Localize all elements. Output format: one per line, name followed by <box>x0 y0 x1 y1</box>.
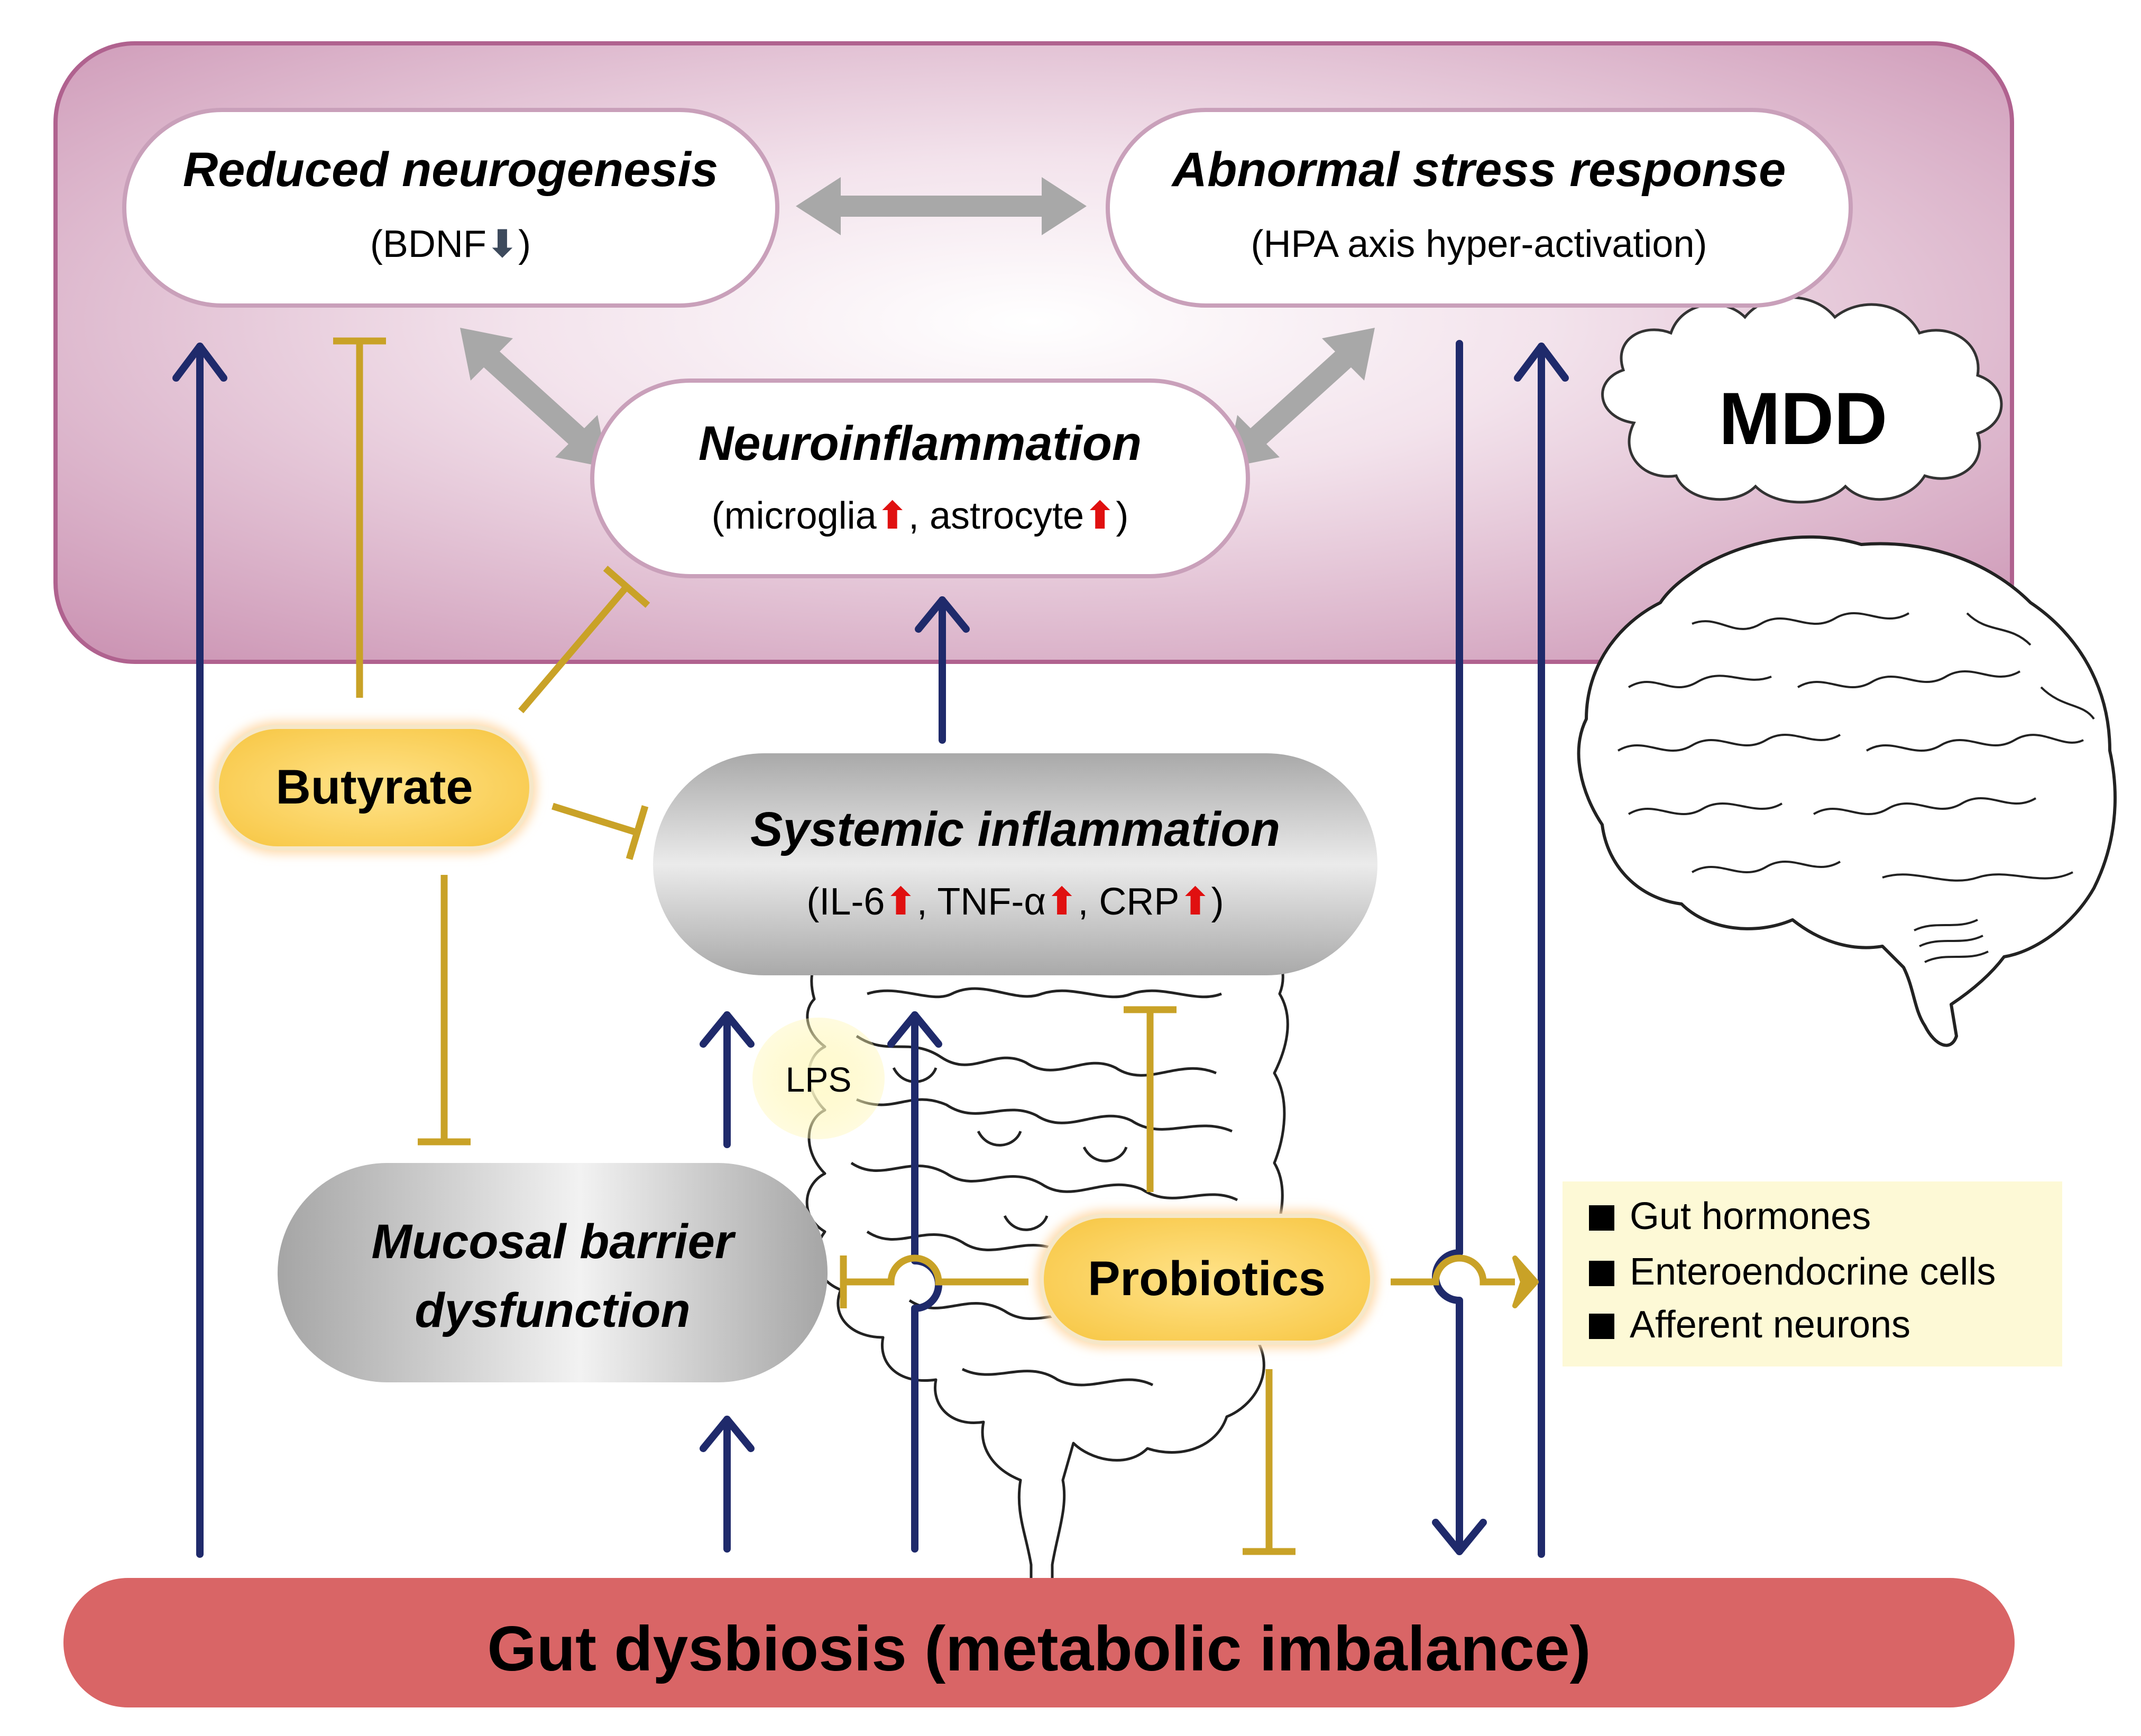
neuroinflammation-title: Neuroinflammation <box>699 417 1142 470</box>
inhibition-lines <box>333 337 1515 1555</box>
hpa-axis-label: (HPA axis hyper-activation) <box>1251 223 1707 265</box>
lps-label: LPS <box>786 1060 852 1099</box>
node-abnormal-stress-response: Abnormal stress response (HPA axis hyper… <box>1106 108 1853 308</box>
node-probiotics: Probiotics <box>1036 1211 1377 1348</box>
node-neuroinflammation: Neuroinflammation (microglia⬆, astrocyte… <box>590 378 1250 578</box>
mucosal-barrier-line2: dysfunction <box>415 1283 690 1337</box>
list-item-label: Enteroendocrine cells <box>1630 1251 1996 1293</box>
il6-label: (IL-6 <box>806 881 885 923</box>
tnf-label: , TNF-α <box>917 881 1046 923</box>
list-item: Enteroendocrine cells <box>1589 1251 1996 1293</box>
microglia-label: (microglia <box>712 495 877 537</box>
gut-dysbiosis-label: Gut dysbiosis (metabolic imbalance) <box>487 1613 1591 1684</box>
svg-text:(IL-6⬆, TNF-α⬆, CRP⬆): (IL-6⬆, TNF-α⬆, CRP⬆) <box>806 881 1224 923</box>
abnormal-stress-title: Abnormal stress response <box>1171 143 1786 197</box>
node-lps: LPS <box>752 1018 885 1139</box>
list-item: Afferent neurons <box>1589 1304 1910 1346</box>
up-arrow-icon: ⬆ <box>877 495 908 537</box>
bdnf-close: ) <box>518 223 531 265</box>
list-item-label: Gut hormones <box>1630 1195 1871 1238</box>
svg-text:(microglia⬆, astrocyte⬆): (microglia⬆, astrocyte⬆) <box>712 495 1129 537</box>
arrow-probiotics-to-targets <box>1512 1255 1539 1308</box>
node-mucosal-barrier-dysfunction: Mucosal barrier dysfunction <box>278 1163 828 1382</box>
mdd-cloud: MDD <box>1601 296 2003 504</box>
up-arrow-icon: ⬆ <box>1046 881 1078 923</box>
down-arrow-icon: ⬇ <box>486 223 518 265</box>
reduced-neurogenesis-title: Reduced neurogenesis <box>183 143 718 197</box>
brain-illustration <box>1577 535 2117 1047</box>
node-systemic-inflammation: Systemic inflammation (IL-6⬆, TNF-α⬆, CR… <box>653 753 1377 975</box>
bullet-square-icon <box>1589 1314 1614 1339</box>
bullet-square-icon <box>1589 1205 1614 1231</box>
list-item: Gut hormones <box>1589 1195 1871 1238</box>
bdnf-label: (BDNF <box>370 223 486 265</box>
systemic-inflammation-title: Systemic inflammation <box>750 802 1280 856</box>
bullet-square-icon <box>1589 1261 1614 1286</box>
butyrate-label: Butyrate <box>275 760 473 814</box>
node-reduced-neurogenesis: Reduced neurogenesis (BDNF⬇) <box>122 108 779 308</box>
astrocyte-label: , astrocyte <box>908 495 1084 537</box>
arrow-stress-neuroinflammation <box>1227 328 1375 468</box>
list-item-label: Afferent neurons <box>1630 1304 1910 1346</box>
up-arrow-icon: ⬆ <box>1179 881 1211 923</box>
mdd-label: MDD <box>1719 377 1888 460</box>
svg-text:(BDNF⬇): (BDNF⬇) <box>370 223 531 265</box>
gut-dysbiosis-bar <box>63 1578 2015 1707</box>
mucosal-barrier-line1: Mucosal barrier <box>371 1215 736 1269</box>
crp-label: , CRP <box>1078 881 1179 923</box>
up-arrow-icon: ⬆ <box>1084 495 1116 537</box>
arrow-dysbiosis-to-systemic <box>911 1011 942 1553</box>
node-butyrate: Butyrate <box>212 722 537 854</box>
gray-arrows <box>460 177 1375 468</box>
arrow-neurogenesis-neuroinflammation <box>460 328 608 468</box>
up-arrow-icon: ⬆ <box>885 881 916 923</box>
targets-list-box: Gut hormones Enteroendocrine cells Affer… <box>1563 1181 2062 1366</box>
probiotics-label: Probiotics <box>1088 1252 1326 1306</box>
arrow-neurogenesis-stress <box>796 177 1087 235</box>
